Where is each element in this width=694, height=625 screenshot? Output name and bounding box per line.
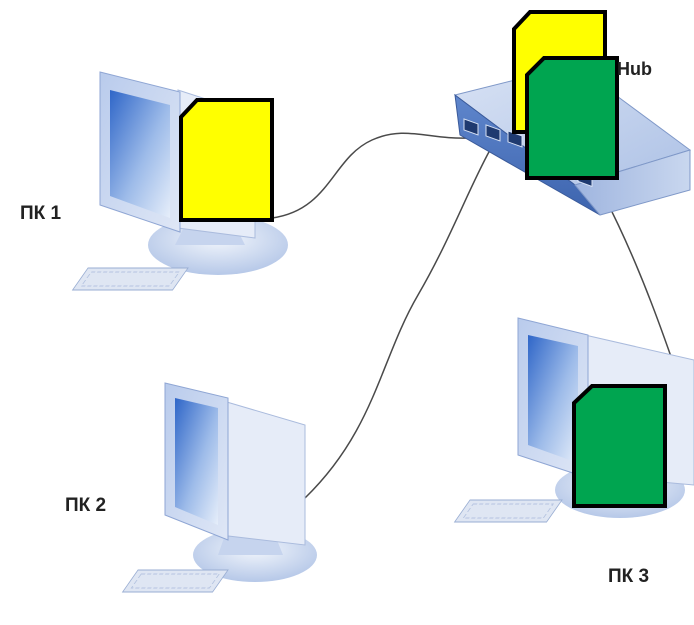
packet-hub-front-icon: [525, 56, 619, 180]
hub-side: [574, 149, 691, 216]
pc3-screen: [528, 335, 578, 463]
pc2-screen: [175, 398, 218, 525]
pc2-label: ПК 2: [65, 495, 107, 516]
pc2-computer: [121, 382, 317, 593]
cable-pc1-hub: [271, 132, 471, 219]
pc1-computer: [71, 71, 288, 291]
packets: [179, 10, 667, 508]
pc2-monitor-back: [219, 399, 306, 546]
hub-label: Hub: [617, 59, 652, 79]
packet-pc3-icon: [572, 384, 667, 508]
pc1-screen: [110, 90, 170, 218]
pc1-label: ПК 1: [20, 203, 62, 224]
pc3-label: ПК 3: [608, 566, 650, 587]
pc3-keyboard: [453, 499, 563, 523]
pc1-keyboard: [71, 267, 189, 291]
cable-pc2-hub: [304, 149, 491, 499]
pc2-keyboard: [121, 569, 229, 593]
packet-pc1-icon: [179, 98, 274, 222]
